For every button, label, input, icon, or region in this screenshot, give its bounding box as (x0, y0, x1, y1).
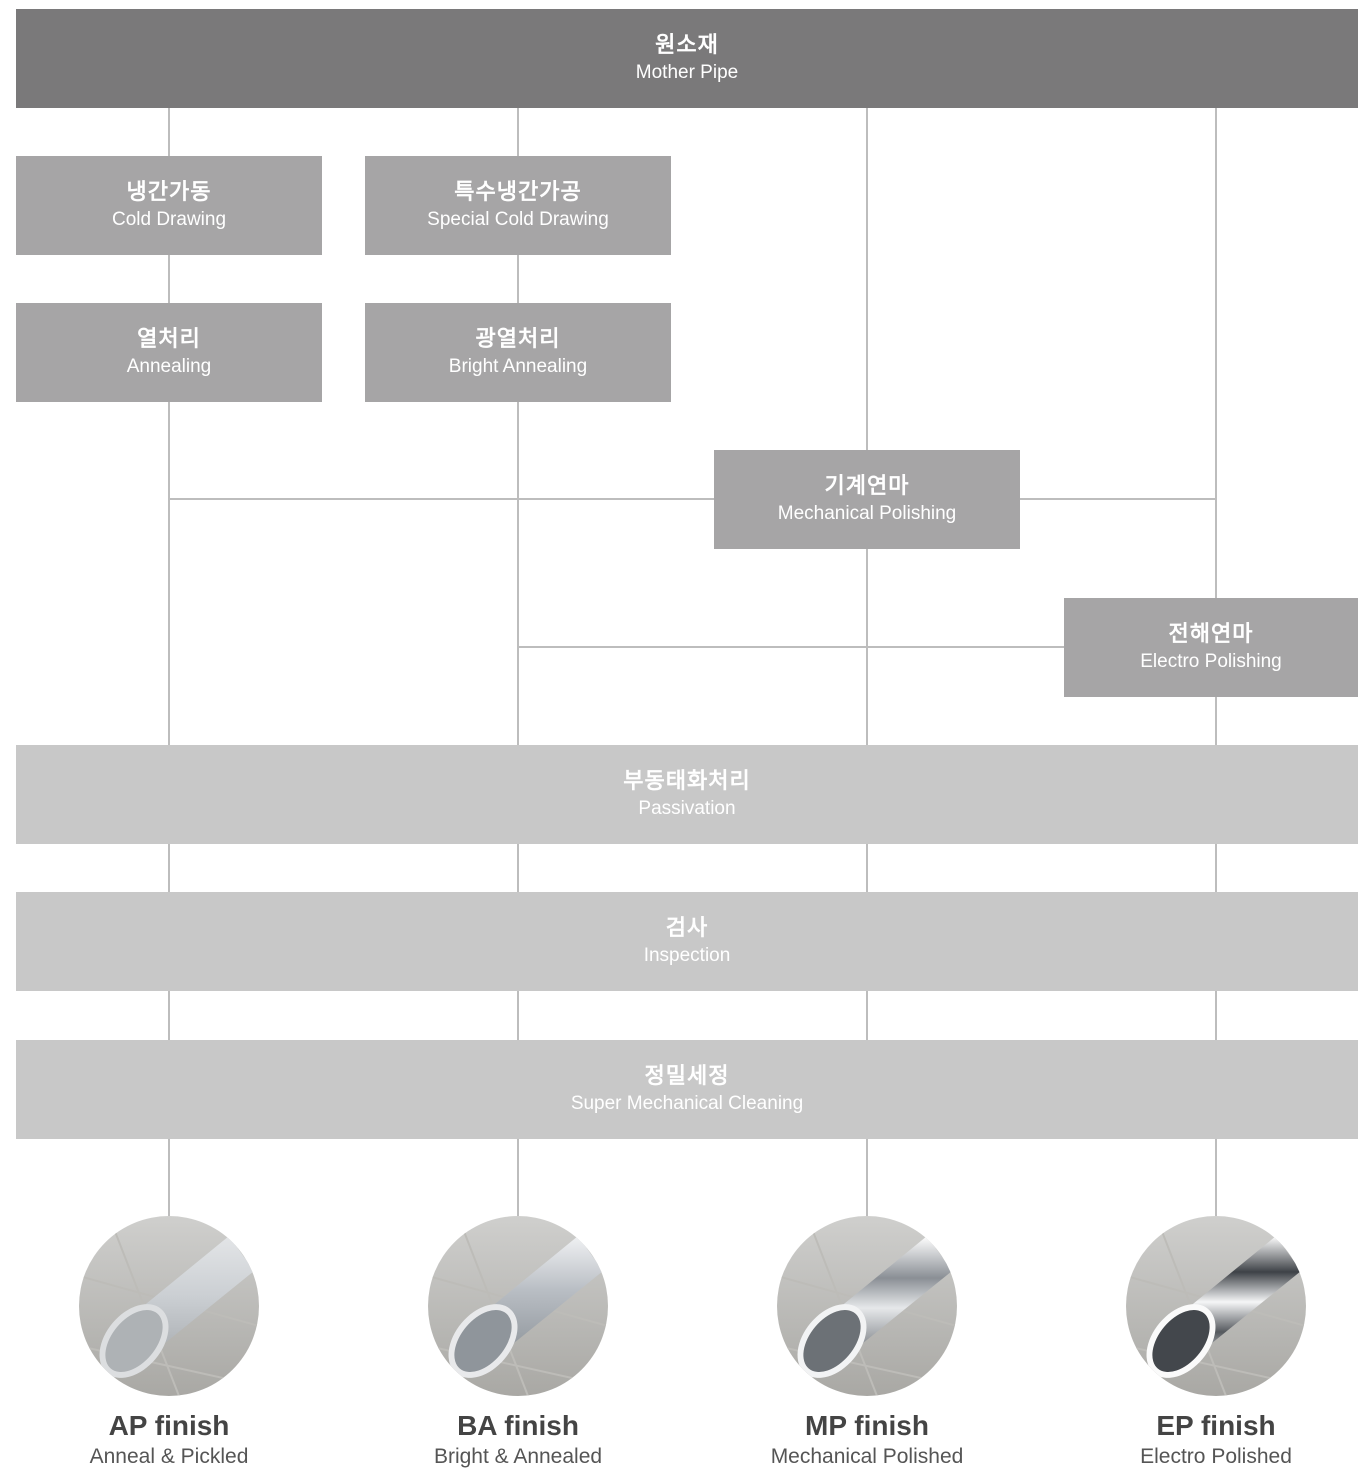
bright-annealing-ko: 광열처리 (475, 326, 561, 352)
ep-finish-pipe-image (1126, 1216, 1306, 1396)
ep-finish-title: EP finish (1156, 1410, 1276, 1441)
mechanical-polishing-box: 기계연마 Mechanical Polishing (714, 450, 1020, 549)
ep-finish-subtitle: Electro Polished (1140, 1445, 1292, 1468)
cleaning-ko: 정밀세정 (644, 1063, 730, 1089)
connector-col2 (517, 108, 519, 1216)
cold-drawing-ko: 냉간가동 (126, 179, 212, 205)
mechanical-polishing-en: Mechanical Polishing (777, 502, 957, 524)
connector-col1 (168, 108, 170, 1216)
passivation-box: 부동태화처리 Passivation (16, 745, 1358, 844)
cleaning-en: Super Mechanical Cleaning (570, 1092, 804, 1114)
annealing-ko: 열처리 (137, 326, 201, 352)
mother-pipe-box: 원소재 Mother Pipe (16, 9, 1358, 108)
electro-polishing-box: 전해연마 Electro Polishing (1064, 598, 1358, 697)
ba-finish-pipe-image (428, 1216, 608, 1396)
cold-drawing-en: Cold Drawing (111, 208, 227, 230)
connector-h-electro (517, 646, 1117, 648)
connector-col3 (866, 108, 868, 1216)
ba-finish-subtitle: Bright & Annealed (433, 1445, 603, 1468)
annealing-en: Annealing (126, 355, 212, 377)
special-cold-drawing-box: 특수냉간가공 Special Cold Drawing (365, 156, 671, 255)
mechanical-polishing-ko: 기계연마 (824, 473, 910, 499)
cleaning-box: 정밀세정 Super Mechanical Cleaning (16, 1040, 1358, 1139)
special-cold-drawing-en: Special Cold Drawing (427, 208, 609, 230)
ba-finish-title: BA finish (457, 1410, 579, 1441)
annealing-box: 열처리 Annealing (16, 303, 322, 402)
mp-finish-title: MP finish (805, 1410, 929, 1441)
mother-pipe-ko: 원소재 (655, 32, 719, 58)
ap-finish-subtitle: Anneal & Pickled (89, 1445, 249, 1468)
ap-finish-pipe-image (79, 1216, 259, 1396)
electro-polishing-ko: 전해연마 (1168, 621, 1254, 647)
bright-annealing-en: Bright Annealing (448, 355, 588, 377)
cold-drawing-box: 냉간가동 Cold Drawing (16, 156, 322, 255)
inspection-box: 검사 Inspection (16, 892, 1358, 991)
special-cold-drawing-ko: 특수냉간가공 (454, 179, 582, 205)
inspection-en: Inspection (643, 944, 731, 966)
mp-finish-subtitle: Mechanical Polished (770, 1445, 964, 1468)
ap-finish-title: AP finish (108, 1410, 230, 1441)
inspection-ko: 검사 (665, 915, 709, 941)
mother-pipe-en: Mother Pipe (635, 61, 739, 83)
electro-polishing-en: Electro Polishing (1140, 650, 1282, 672)
passivation-ko: 부동태화처리 (623, 768, 751, 794)
mp-finish-pipe-image (777, 1216, 957, 1396)
connector-h-mechanical (168, 498, 1217, 500)
bright-annealing-box: 광열처리 Bright Annealing (365, 303, 671, 402)
passivation-en: Passivation (638, 797, 736, 819)
